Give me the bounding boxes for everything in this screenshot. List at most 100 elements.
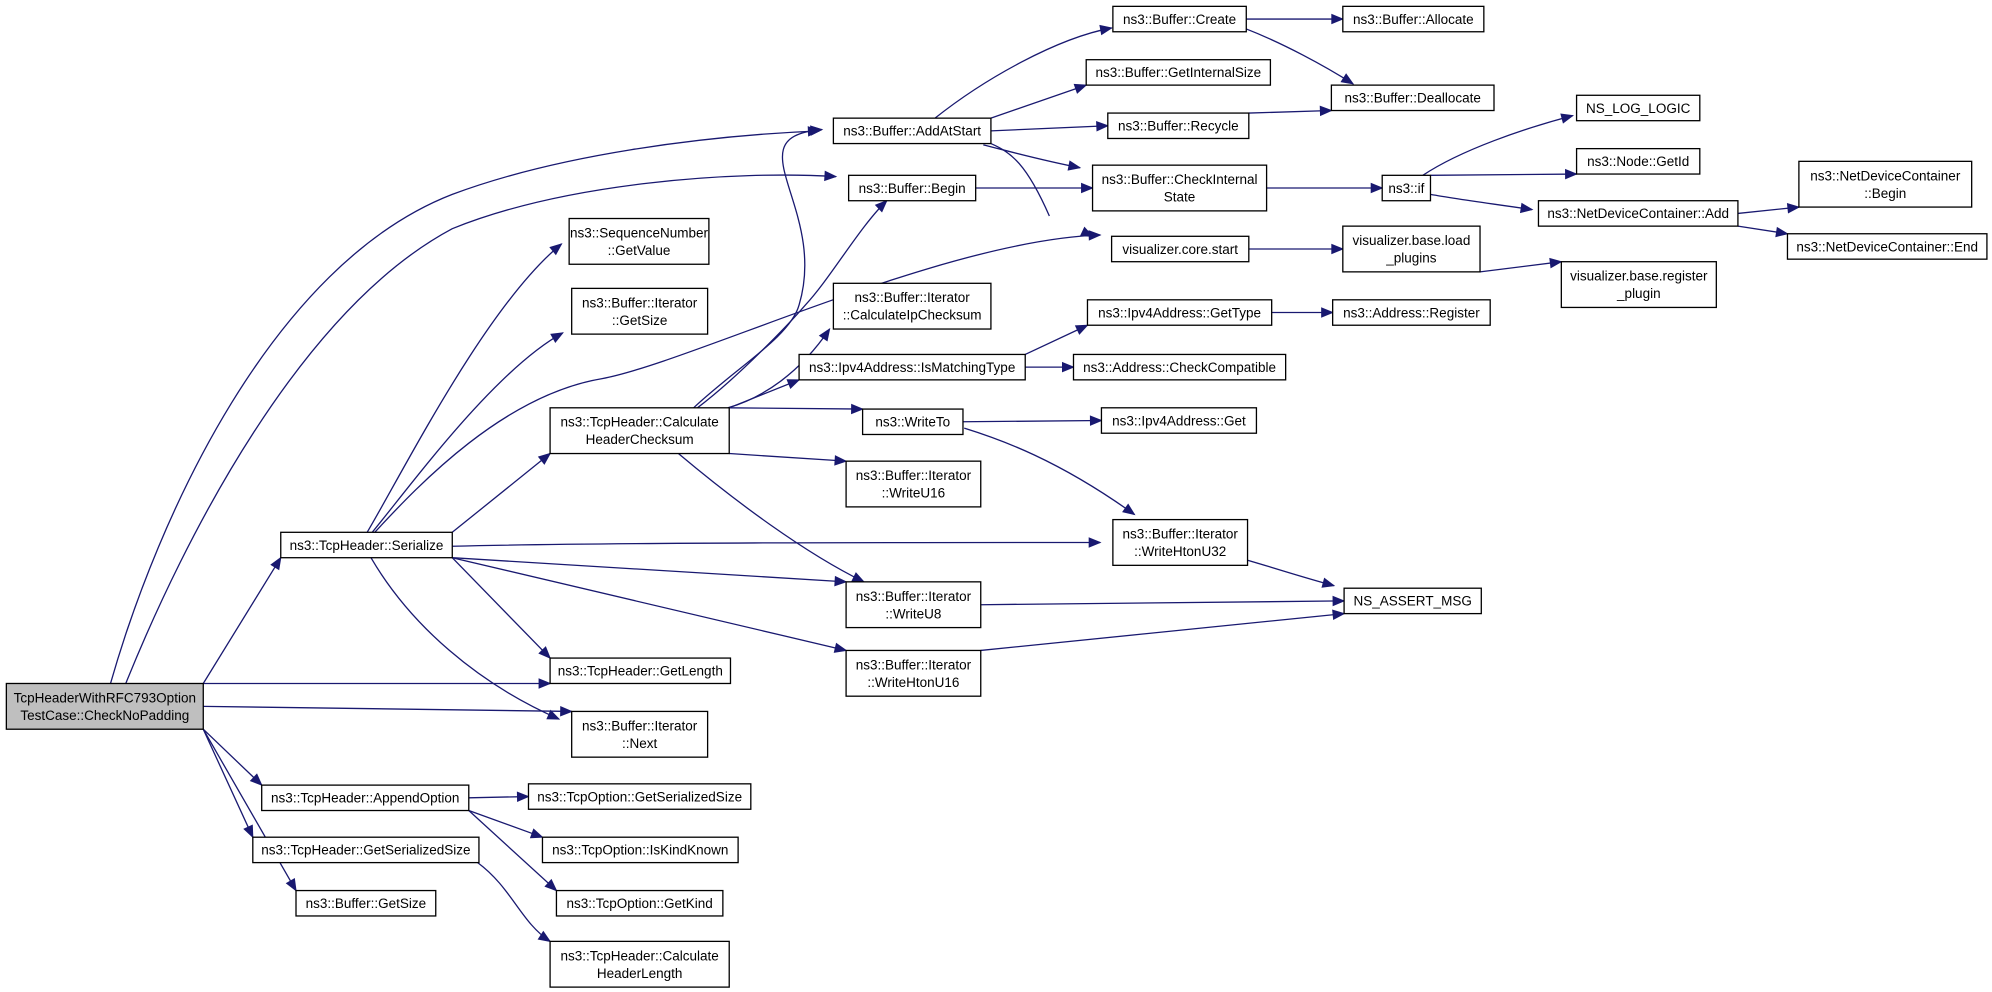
node-get-internal-size[interactable]: ns3::Buffer::GetInternalSize xyxy=(1085,59,1272,86)
node-label: ns3::Buffer::CheckInternal xyxy=(1102,172,1258,187)
node-add-at-start[interactable]: ns3::Buffer::AddAtStart xyxy=(832,117,992,145)
node-label: ns3::TcpOption::GetSerializedSize xyxy=(537,789,742,804)
node-box xyxy=(832,117,992,145)
edge-ipv4_get_type-to-address_register xyxy=(1271,307,1334,318)
node-box xyxy=(261,784,470,812)
arrow-head-icon xyxy=(1319,105,1333,117)
edge-serialize-to-write_hton_u32 xyxy=(452,537,1102,548)
node-write-u8[interactable]: ns3::Buffer::Iterator::WriteU8 xyxy=(845,581,982,629)
node-ns3-if[interactable]: ns3::if xyxy=(1381,174,1432,202)
node-append-option[interactable]: ns3::TcpHeader::AppendOption xyxy=(261,784,470,812)
node-buffer-get-size[interactable]: ns3::Buffer::GetSize xyxy=(295,889,437,917)
node-box xyxy=(845,581,982,629)
arrow-head-icon xyxy=(834,455,848,466)
node-box xyxy=(1575,147,1701,175)
node-opt-get-serialized-size[interactable]: ns3::TcpOption::GetSerializedSize xyxy=(527,783,752,810)
arrow-head-icon xyxy=(270,556,282,571)
node-node-get-id[interactable]: ns3::Node::GetId xyxy=(1575,147,1701,175)
node-write-to[interactable]: ns3::WriteTo xyxy=(861,408,964,436)
node-box xyxy=(1112,5,1247,33)
node-box xyxy=(1112,518,1249,566)
edge-append_option-to-opt_get_serialized_size xyxy=(468,791,530,803)
node-box xyxy=(1381,174,1432,202)
node-ndc-end[interactable]: ns3::NetDeviceContainer::End xyxy=(1786,233,1988,260)
node-buffer-begin[interactable]: ns3::Buffer::Begin xyxy=(847,174,977,202)
node-box xyxy=(1072,353,1287,381)
node-label: ns3::NetDeviceContainer::Add xyxy=(1547,206,1729,221)
node-calc-ip-checksum[interactable]: ns3::Buffer::Iterator::CalculateIpChecks… xyxy=(832,282,992,330)
node-label: ns3::if xyxy=(1388,181,1424,196)
node-label: ns3::Address::Register xyxy=(1343,305,1480,320)
edge-serialize-to-write_u8 xyxy=(452,557,848,587)
node-buffer-recycle[interactable]: ns3::Buffer::Recycle xyxy=(1107,112,1250,140)
node-label: ns3::Ipv4Address::GetType xyxy=(1098,305,1261,320)
node-label: ns3::TcpHeader::GetSerializedSize xyxy=(261,843,470,858)
node-write-hton-u32[interactable]: ns3::Buffer::Iterator::WriteHtonU32 xyxy=(1112,518,1249,566)
node-vis-base-register[interactable]: visualizer.base.register_plugin xyxy=(1560,261,1717,309)
node-label: ns3::Buffer::Iterator xyxy=(856,468,972,483)
arrow-head-icon xyxy=(851,403,864,415)
node-label: ns3::SequenceNumber xyxy=(570,225,709,240)
arrow-head-icon xyxy=(1099,24,1113,36)
node-label: ::GetValue xyxy=(608,243,671,258)
edge-write_hton_u16-to-ns_assert_msg xyxy=(980,609,1346,652)
node-check-compatible[interactable]: ns3::Address::CheckCompatible xyxy=(1072,353,1287,381)
node-opt-is-kind-known[interactable]: ns3::TcpOption::IsKindKnown xyxy=(541,836,739,864)
node-hdr-get-length[interactable]: ns3::TcpHeader::GetLength xyxy=(549,657,732,685)
node-box xyxy=(861,408,964,436)
node-buffer-create[interactable]: ns3::Buffer::Create xyxy=(1112,5,1247,33)
node-label: visualizer.base.register xyxy=(1570,269,1708,284)
node-ndc-add[interactable]: ns3::NetDeviceContainer::Add xyxy=(1537,200,1739,227)
node-iter-get-size[interactable]: ns3::Buffer::Iterator::GetSize xyxy=(571,287,709,335)
arrow-head-icon xyxy=(1122,503,1136,516)
node-vis-base-load[interactable]: visualizer.base.load_plugins xyxy=(1342,225,1481,273)
node-write-hton-u16[interactable]: ns3::Buffer::Iterator::WriteHtonU16 xyxy=(845,649,982,697)
edge-line xyxy=(202,557,282,684)
edge-line xyxy=(452,557,847,652)
node-seq-get-value[interactable]: ns3::SequenceNumber::GetValue xyxy=(568,217,710,265)
node-box xyxy=(1086,299,1273,326)
edge-ns3_if-to-node_get_id xyxy=(1430,168,1578,180)
node-label: ns3::Buffer::Deallocate xyxy=(1345,91,1481,106)
node-is-matching-type[interactable]: ns3::Ipv4Address::IsMatchingType xyxy=(798,353,1026,381)
node-root[interactable]: TcpHeaderWithRFC793OptionTestCase::Check… xyxy=(5,682,204,730)
edge-ndc_add-to-ndc_end xyxy=(1737,225,1789,238)
node-label: ::CalculateIpChecksum xyxy=(843,308,982,323)
node-box xyxy=(1560,261,1717,309)
edge-line xyxy=(452,541,1101,547)
node-write-u16[interactable]: ns3::Buffer::Iterator::WriteU16 xyxy=(845,460,982,508)
edge-add_at_start-to-buffer_recycle xyxy=(990,121,1110,132)
node-label: TestCase::CheckNoPadding xyxy=(20,708,189,723)
node-ipv4-get-type[interactable]: ns3::Ipv4Address::GetType xyxy=(1086,299,1273,326)
edge-line xyxy=(374,234,1101,533)
node-buffer-allocate[interactable]: ns3::Buffer::Allocate xyxy=(1342,5,1485,33)
edge-root-to-add_at_start xyxy=(109,126,821,684)
arrow-head-icon xyxy=(1079,226,1094,237)
node-vis-core-start[interactable]: visualizer.core.start xyxy=(1110,235,1250,263)
node-iter-next[interactable]: ns3::Buffer::Iterator::Next xyxy=(571,710,709,758)
node-ns-assert-msg[interactable]: NS_ASSERT_MSG xyxy=(1343,587,1482,615)
edge-check_internal_state-to-ns3_if xyxy=(1266,182,1384,194)
arrow-head-icon xyxy=(1565,168,1578,180)
edge-line xyxy=(990,142,1050,217)
node-ndc-begin[interactable]: ns3::NetDeviceContainer::Begin xyxy=(1798,160,1973,208)
edge-calc_checksum-to-write_to xyxy=(729,403,864,415)
arrow-head-icon xyxy=(560,706,574,717)
node-opt-get-kind[interactable]: ns3::TcpOption::GetKind xyxy=(555,889,724,917)
arrow-head-icon xyxy=(1067,160,1082,171)
node-box xyxy=(1342,5,1485,33)
edge-calc_checksum-to-write_u8 xyxy=(677,453,866,583)
node-box xyxy=(252,836,480,864)
edge-buffer_create-to-buffer_allocate xyxy=(1246,13,1345,25)
node-serialize[interactable]: ns3::TcpHeader::Serialize xyxy=(280,531,453,559)
call-edges xyxy=(109,13,1801,943)
node-ns-log-logic[interactable]: NS_LOG_LOGIC xyxy=(1575,94,1701,122)
node-buffer-deallocate[interactable]: ns3::Buffer::Deallocate xyxy=(1330,84,1495,112)
node-hdr-get-serialized-size[interactable]: ns3::TcpHeader::GetSerializedSize xyxy=(252,836,480,864)
node-ipv4-get[interactable]: ns3::Ipv4Address::Get xyxy=(1100,407,1258,434)
node-address-register[interactable]: ns3::Address::Register xyxy=(1332,299,1491,326)
arrow-head-icon xyxy=(537,930,552,943)
